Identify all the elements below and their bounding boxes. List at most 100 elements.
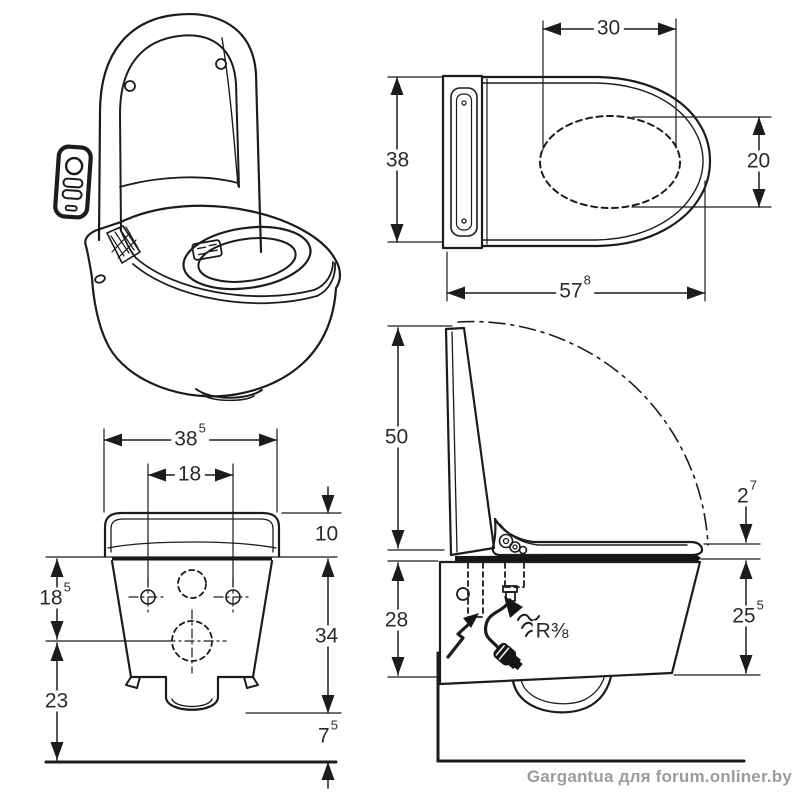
open-lid-inner [451, 331, 458, 553]
body-foot [243, 676, 259, 689]
bottom-outlet-band [195, 388, 263, 399]
dim-label-open-lid-height: 50 [381, 426, 413, 448]
seat-body-junction [455, 555, 701, 562]
seat-deck-edge [119, 176, 239, 188]
water-connection-dashed [177, 569, 207, 599]
hinge-detail [518, 545, 528, 555]
dim-value: 25 [732, 604, 756, 628]
body-foot [125, 676, 141, 689]
cover-clip [461, 100, 467, 106]
seat-rim-line [135, 257, 334, 298]
lid-screw-cover [215, 58, 227, 70]
open-lid [444, 326, 496, 557]
service-cover-inner [450, 87, 478, 237]
dim-label-front-body-height: 255 [729, 599, 767, 628]
hinge-hatched-area [106, 225, 141, 264]
dim-label-body-height: 34 [311, 624, 343, 648]
seat-rim-line [132, 262, 336, 305]
remote-body [53, 144, 93, 220]
dim-value: 38 [385, 148, 410, 172]
hinge-detail [509, 541, 521, 553]
outlet-spout-inner [171, 698, 213, 708]
nozzle-cover [191, 239, 223, 261]
dim-sup: 7 [749, 477, 757, 493]
lid-outline [97, 13, 263, 254]
bowl-outline [84, 204, 342, 398]
dim-label-top-overall-width: 38 [382, 148, 414, 172]
dim-sup: 5 [198, 420, 206, 436]
dim-label-overall-depth: 578 [556, 274, 594, 303]
outlet-spout [164, 675, 220, 711]
dim-sup: 5 [63, 579, 71, 595]
dim-value: 18 [39, 586, 63, 610]
cover-clip [461, 218, 467, 224]
dim-value: 34 [314, 624, 339, 648]
dim-value: 7 [318, 724, 330, 748]
bowl-opening-inner [197, 237, 297, 283]
dim-value: 57 [559, 279, 583, 303]
dim-value: 28 [384, 608, 409, 632]
seat-cap-inner [110, 518, 274, 553]
dim-label-back-overall-width: 385 [171, 422, 209, 451]
trap-bulge [511, 675, 613, 714]
hinge-detail [498, 533, 514, 549]
dim-sup: 5 [756, 597, 764, 613]
bowl-opening-outer [182, 225, 312, 291]
dim-label-seat-opening-width: 20 [743, 149, 775, 173]
dim-label-rim-to-outlet: 185 [36, 581, 74, 610]
dim-sup: 8 [583, 272, 591, 288]
dim-label-rear-body-height: 28 [381, 608, 413, 632]
lid-crease [221, 37, 239, 187]
dim-value: 10 [314, 522, 339, 546]
body-sides [110, 559, 274, 679]
dim-value: 38 [174, 427, 198, 451]
remote-label-slot [64, 204, 78, 212]
seat-cap-seam [107, 541, 277, 549]
thread-size-label: R⅜ [532, 620, 572, 642]
dim-value: 18 [177, 462, 202, 486]
hinge-detail [512, 544, 518, 550]
power-cable [483, 598, 512, 653]
seat-profile-inner [499, 523, 688, 546]
dim-value: 23 [44, 689, 69, 713]
seat-opening-dashed [539, 115, 681, 209]
top-view-figure [387, 18, 772, 302]
drain-centerline-dashdot [165, 609, 227, 674]
seat-cap-outline [103, 511, 281, 558]
lid-screw-cover [124, 80, 136, 92]
body-profile [438, 560, 702, 686]
hinge-detail [502, 537, 510, 545]
lid-inner-edge [119, 34, 240, 232]
dim-value: 2 [737, 484, 749, 508]
service-cover-inner2 [455, 93, 473, 231]
dim-label-fixing-centres: 18 [174, 462, 206, 486]
remote-button [62, 177, 84, 189]
bottom-outlet-band-inner [202, 394, 255, 402]
dim-label-outlet-to-floor: 23 [41, 689, 73, 713]
side-view-figure [387, 320, 761, 763]
trap-bulge-inner [520, 677, 605, 705]
dim-label-seat-section-height: 10 [311, 522, 343, 546]
lightning-arrow-icon [446, 613, 479, 659]
dim-label-seat-opening-length: 30 [593, 16, 625, 40]
seat-body-junction [112, 556, 272, 561]
remote-dial-button [64, 156, 84, 176]
dim-sup: 5 [330, 717, 338, 733]
dim-label-clearance-below: 75 [315, 719, 341, 748]
lid-swing-arc [457, 320, 709, 546]
lid-top-outline [480, 75, 712, 248]
dim-value: 30 [596, 16, 621, 40]
side-fixing-hole [94, 274, 106, 284]
dim-label-seat-thickness: 27 [734, 479, 760, 508]
dim-value: 20 [746, 149, 771, 173]
remote-button [61, 189, 83, 200]
fixing-hole-centerlines [128, 577, 253, 617]
remote-control [53, 144, 93, 220]
lid-top-inner-line [481, 82, 704, 241]
watermark: Gargantua для forum.onliner.by [526, 767, 792, 786]
fixing-point [456, 587, 470, 601]
back-view-figure [44, 428, 342, 789]
seat-profile [491, 517, 704, 557]
